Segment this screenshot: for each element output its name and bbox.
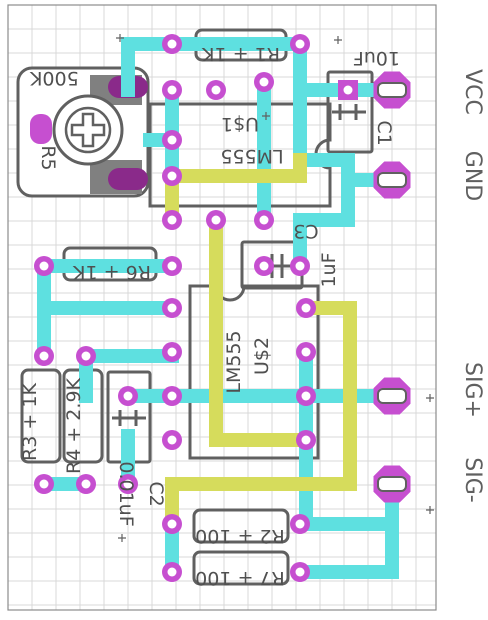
pad: [162, 514, 182, 534]
vcc-label: VCC: [460, 69, 485, 115]
u1-ref: U$1: [221, 113, 259, 135]
u1-value: LM555: [220, 145, 283, 167]
pad: [76, 474, 96, 494]
r6-label: R6 + 1K: [73, 261, 151, 283]
r5-value: 500K: [29, 67, 78, 89]
trace-cyan: [293, 173, 355, 273]
edge-labels: VCC GND SIG+ SIG-: [460, 69, 485, 503]
pad: [290, 256, 310, 276]
edge-pad: [373, 465, 411, 503]
silk-text: R1 + 1K 10uF 500K U$1 LM555 R5 C1 C3 1uF…: [19, 43, 400, 589]
pad: [254, 72, 274, 92]
pad: [162, 166, 182, 186]
r3-label: R3 + 1K: [19, 383, 41, 461]
pad: [206, 80, 226, 100]
pad: [162, 386, 182, 406]
pad: [296, 342, 316, 362]
trace-yellow: [165, 301, 357, 531]
sig-plus-label: SIG+: [460, 362, 485, 418]
edge-pad: [373, 161, 411, 199]
trace-yellow: [209, 213, 313, 447]
pad: [296, 386, 316, 406]
gnd-label: GND: [460, 151, 485, 201]
pad: [76, 346, 96, 366]
u2-value: LM555: [223, 330, 245, 393]
pad: [290, 514, 310, 534]
edge-pad: [373, 71, 411, 109]
pad: [118, 386, 138, 406]
r4-label: R4 + 2.9K: [63, 377, 85, 474]
pad: [254, 210, 274, 230]
traces-yellow: [165, 153, 357, 531]
r1-label: R1 + 1K: [202, 43, 280, 65]
trace-yellow: [165, 153, 307, 227]
pad: [34, 256, 54, 276]
pad: [206, 210, 226, 230]
pad: [296, 430, 316, 450]
pad: [118, 474, 138, 494]
c1-ref: C1: [373, 120, 395, 145]
pad: [162, 562, 182, 582]
u2-ref: U$2: [251, 337, 273, 375]
c1-value: 10uF: [353, 47, 400, 69]
pad: [162, 80, 182, 100]
pad: [34, 474, 54, 494]
pad: [162, 130, 182, 150]
c3-ref: C3: [293, 220, 318, 242]
pad: [162, 298, 182, 318]
origin-marks: [116, 34, 434, 542]
pad: [162, 342, 182, 362]
r2-label: R2 + 100: [195, 525, 285, 547]
edge-pad: [373, 377, 411, 415]
trace-cyan: [293, 83, 399, 187]
c3-value: 1uF: [318, 252, 340, 287]
pad: [290, 34, 310, 54]
pad: [162, 256, 182, 276]
c2-value: 0.01uF: [115, 461, 137, 526]
board-outline: [7, 4, 437, 611]
pad: [296, 298, 316, 318]
r7-label: R7 + 100: [195, 567, 285, 589]
pad: [290, 562, 310, 582]
pad: [254, 256, 274, 276]
trace-cyan: [293, 517, 399, 579]
pad: [162, 430, 182, 450]
pads: [34, 34, 411, 582]
pad: [34, 346, 54, 366]
c2-ref: C2: [145, 481, 167, 506]
pad: [162, 34, 182, 54]
pad-square: [338, 80, 358, 100]
trace-cyan: [121, 37, 179, 97]
pad: [162, 210, 182, 230]
r5-ref: R5: [37, 145, 59, 170]
sig-minus-label: SIG-: [460, 457, 485, 502]
